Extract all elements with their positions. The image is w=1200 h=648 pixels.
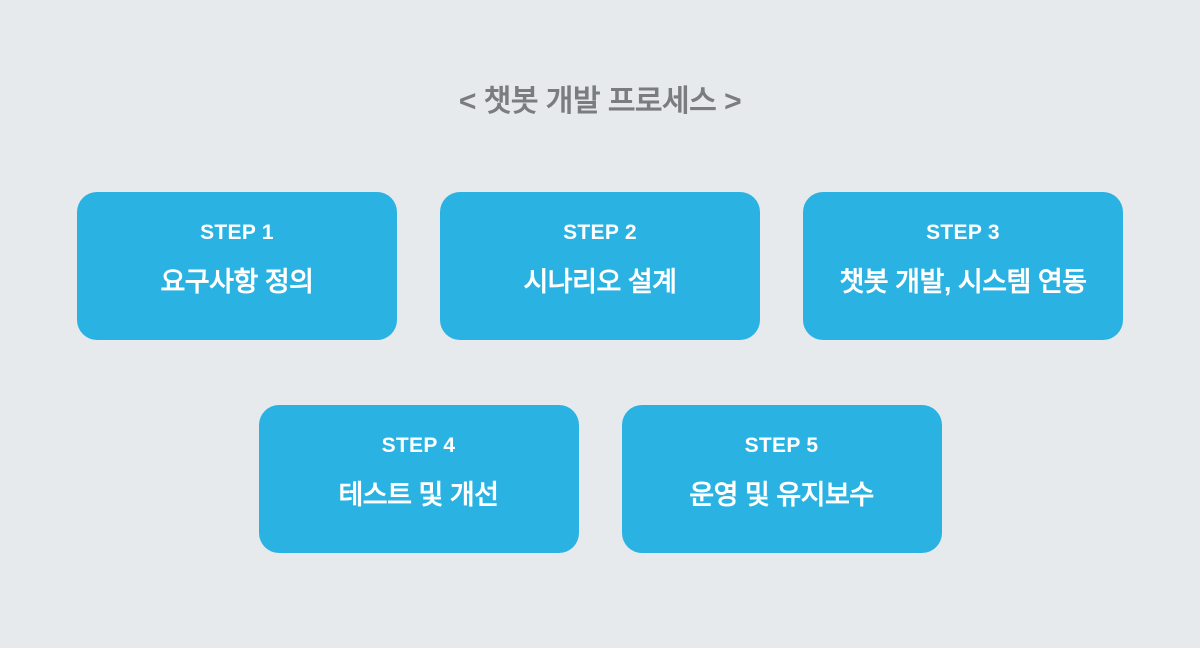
page-title: < 챗봇 개발 프로세스 > [458, 85, 742, 118]
step-title: 요구사항 정의 [160, 267, 314, 297]
step-title: 테스트 및 개선 [338, 480, 499, 510]
step-row-bottom: STEP 4 테스트 및 개선 STEP 5 운영 및 유지보수 [0, 405, 1200, 553]
step-number-label: STEP 4 [381, 434, 456, 457]
step-card-1: STEP 1 요구사항 정의 [77, 192, 397, 340]
step-card-5: STEP 5 운영 및 유지보수 [621, 405, 942, 553]
step-card-4: STEP 4 테스트 및 개선 [258, 405, 579, 553]
step-number-label: STEP 3 [926, 221, 1000, 244]
step-title: 시나리오 설계 [523, 267, 677, 297]
step-card-3: STEP 3 챗봇 개발, 시스템 연동 [803, 192, 1123, 340]
step-title: 챗봇 개발, 시스템 연동 [839, 267, 1087, 297]
step-title: 운영 및 유지보수 [689, 480, 874, 510]
step-number-label: STEP 2 [563, 221, 637, 244]
step-row-top: STEP 1 요구사항 정의 STEP 2 시나리오 설계 STEP 3 챗봇 … [0, 192, 1200, 340]
step-number-label: STEP 5 [744, 434, 819, 457]
step-card-2: STEP 2 시나리오 설계 [440, 192, 760, 340]
step-number-label: STEP 1 [200, 221, 274, 244]
